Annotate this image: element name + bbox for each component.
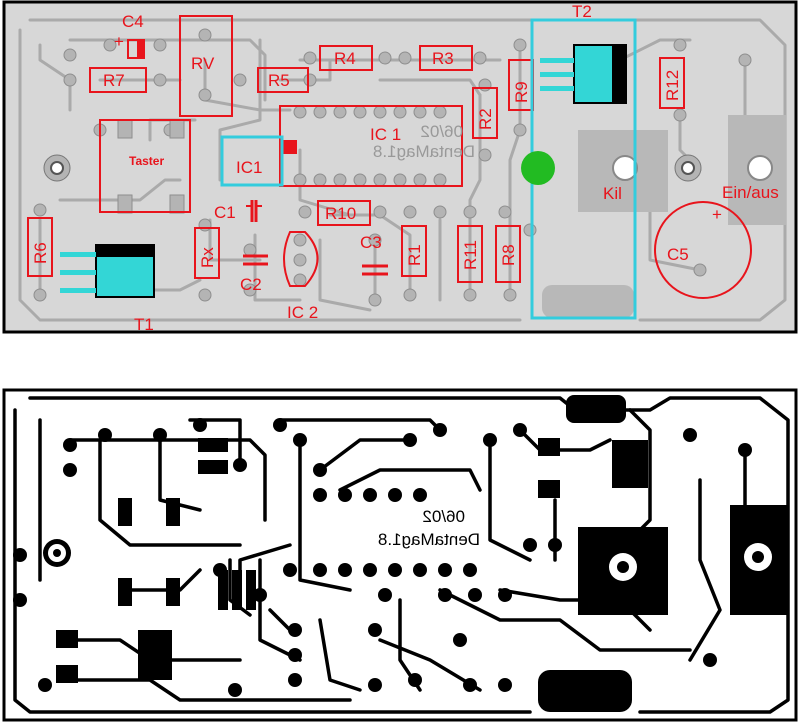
taster-outline — [99, 119, 191, 213]
label-r5: R5 — [268, 71, 290, 90]
r5-body — [257, 67, 309, 93]
top-battery-pad — [542, 285, 634, 318]
c3-body — [362, 264, 388, 276]
r4-body — [319, 45, 373, 71]
label-r2: R2 — [476, 108, 495, 130]
label-c3: C3 — [360, 233, 382, 252]
bottom-t2-tab-pad — [612, 440, 648, 488]
top-pads — [33, 28, 786, 318]
top-panel: C4 + RV R4 R3 T2 R7 R5 R9 R12 R2 IC 1 IC… — [0, 0, 800, 335]
r11-body — [457, 225, 483, 283]
c5-outline — [654, 201, 752, 299]
r10-body — [317, 200, 371, 226]
r8-body — [495, 225, 521, 283]
c2-body — [243, 254, 268, 266]
bottom-top-contact-pad — [566, 395, 626, 423]
label-ic2: IC 2 — [287, 303, 318, 322]
led-indicator — [521, 151, 555, 185]
label-r4: R4 — [334, 49, 356, 68]
r6-body — [27, 217, 53, 277]
panel-gap — [0, 335, 800, 390]
label-c2: C2 — [240, 275, 262, 294]
label-r10: R10 — [325, 204, 356, 223]
c1-body — [250, 200, 258, 222]
top-labels: C4 + RV R4 R3 T2 R7 R5 R9 R12 R2 IC 1 IC… — [31, 2, 779, 334]
label-r9: R9 — [512, 81, 531, 103]
top-mirrored-name: DentaMag1.8 — [373, 142, 475, 161]
bottom-mirrored-name: DentaMag1.8 — [378, 530, 480, 549]
label-rx: Rx — [198, 247, 217, 268]
top-mirrored-date: 06/02 — [420, 122, 463, 141]
r3-body — [419, 45, 473, 71]
label-ic1-small: IC1 — [236, 158, 262, 177]
label-ic1-box: IC 1 — [370, 125, 401, 144]
r7-body — [89, 67, 147, 93]
bottom-mirrored-date: 06/02 — [422, 507, 465, 526]
label-r3: R3 — [432, 49, 454, 68]
label-taster: Taster — [129, 154, 164, 168]
label-c1: C1 — [214, 203, 236, 222]
r12-body — [659, 57, 685, 109]
ic1-highlight-box — [220, 135, 284, 187]
label-c5-plus: + — [712, 205, 722, 224]
top-components — [27, 15, 752, 320]
bottom-panel: 06/02 DentaMag1.8 — [2, 388, 798, 722]
label-r6: R6 — [31, 242, 50, 264]
label-r11: R11 — [461, 240, 480, 270]
bottom-pads — [13, 395, 788, 712]
r1-body — [401, 225, 427, 277]
label-t2: T2 — [572, 2, 592, 21]
bottom-mirrored-text: 06/02 DentaMag1.8 — [378, 507, 480, 549]
rx-body — [194, 227, 220, 279]
ic1-socket-outline — [279, 105, 463, 187]
ic2-outline — [283, 231, 319, 287]
ic1-pin1-marker — [283, 140, 297, 154]
rv-trimmer-outline — [179, 15, 233, 117]
bottom-battery-pad — [538, 670, 632, 712]
label-kil: Kil — [603, 184, 622, 203]
label-rv: RV — [191, 54, 215, 73]
label-c4: C4 — [122, 12, 144, 31]
label-c5: C5 — [667, 245, 689, 264]
label-r7: R7 — [103, 71, 125, 90]
label-t1: T1 — [134, 315, 154, 334]
bottom-t1-tab-pad — [138, 630, 172, 680]
label-ein-aus: Ein/aus — [722, 183, 779, 202]
label-c4-plus: + — [114, 32, 124, 51]
r2-body — [472, 87, 498, 139]
label-r1: R1 — [405, 244, 424, 266]
label-r12: R12 — [663, 70, 682, 101]
label-r8: R8 — [499, 244, 518, 266]
